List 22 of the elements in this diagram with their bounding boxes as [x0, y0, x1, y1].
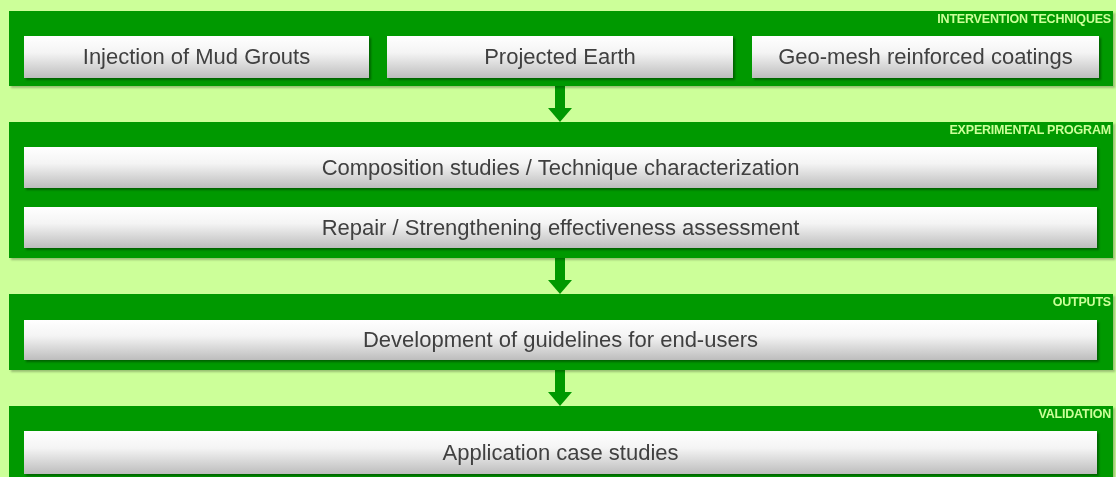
step-label: Repair / Strengthening effectiveness assessment — [321, 214, 800, 241]
step-box — [24, 207, 1097, 248]
step-box — [24, 320, 1097, 360]
stage-band — [9, 294, 1113, 370]
step-label: Injection of Mud Grouts — [82, 44, 311, 70]
step-box — [24, 36, 369, 78]
step-box — [24, 147, 1097, 188]
stage-band — [9, 122, 1113, 258]
step-box — [387, 36, 733, 78]
step-label: Development of guidelines for end-users — [363, 327, 758, 353]
step-label: Composition studies / Technique characterization — [321, 154, 800, 181]
stage-heading: VALIDATION — [1038, 407, 1111, 421]
stage-heading: EXPERIMENTAL PROGRAM — [949, 123, 1111, 137]
step-label: Projected Earth — [484, 44, 636, 70]
step-label: Geo-mesh reinforced coatings — [778, 44, 1073, 70]
step-box — [752, 36, 1099, 78]
step-box — [24, 431, 1097, 474]
stage-heading: INTERVENTION TECHNIQUES — [937, 12, 1111, 26]
step-label: Application case studies — [442, 439, 679, 466]
stage-heading: OUTPUTS — [1052, 295, 1111, 309]
stage-band — [9, 406, 1113, 477]
stage-band — [9, 11, 1113, 86]
